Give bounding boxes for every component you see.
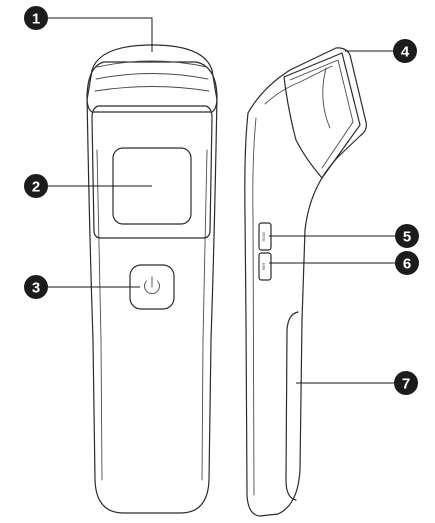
leader-1 <box>47 17 153 52</box>
side-view: MODE MEM <box>244 47 367 517</box>
front-view <box>86 44 218 514</box>
side-front-curve <box>264 65 333 105</box>
callout-5-label: 5 <box>403 229 411 246</box>
top-probe-cap <box>86 44 218 113</box>
callout-4: 4 <box>393 39 417 63</box>
top-probe-cap-band3 <box>94 86 210 92</box>
callout-6-label: 6 <box>403 256 411 273</box>
front-body-inner-left <box>96 149 103 481</box>
callout-1-label: 1 <box>32 11 40 28</box>
callout-4-label: 4 <box>401 44 410 61</box>
front-body-outline <box>86 61 218 514</box>
top-probe-cap-outer <box>86 44 218 113</box>
power-icon <box>144 276 160 295</box>
callout-3: 3 <box>24 275 48 299</box>
callout-3-label: 3 <box>32 280 40 297</box>
sensor-cover-outer <box>283 52 361 179</box>
side-button-lower-label: MEM <box>262 262 266 270</box>
callout-6: 6 <box>395 251 419 275</box>
side-button-upper-label: MODE <box>262 232 266 242</box>
callout-2-label: 2 <box>32 179 40 196</box>
side-button-lower[interactable]: MEM <box>258 252 272 281</box>
infrared-sensor-cover <box>283 52 361 179</box>
callout-5: 5 <box>395 224 419 248</box>
sensor-cover-inner <box>289 59 354 169</box>
sensor-cover-lens <box>322 67 331 129</box>
side-button-lower-body[interactable] <box>258 252 272 281</box>
side-back-inner-line <box>252 117 257 496</box>
callout-2: 2 <box>24 174 48 198</box>
front-body-inner-right <box>201 149 208 481</box>
side-body-outline <box>244 47 367 517</box>
callout-7: 7 <box>394 371 418 395</box>
handle-grip <box>285 311 299 501</box>
head-bezel <box>91 105 213 239</box>
callout-7-label: 7 <box>402 376 410 393</box>
leader-lines <box>47 17 396 384</box>
callout-1: 1 <box>24 6 48 30</box>
top-probe-cap-band1 <box>96 60 208 68</box>
top-probe-cap-band2 <box>95 73 209 80</box>
